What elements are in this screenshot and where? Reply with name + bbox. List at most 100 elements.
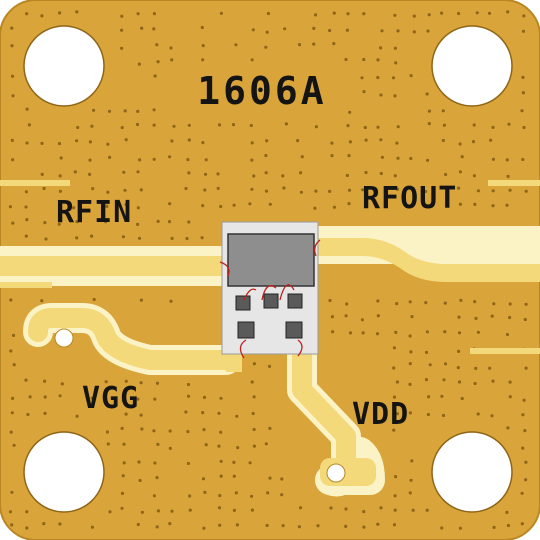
via-dot (88, 158, 92, 162)
via-dot (472, 174, 476, 178)
via-dot (186, 394, 191, 398)
via-dot (521, 91, 526, 95)
via-dot (361, 331, 365, 335)
via-dot (59, 156, 63, 160)
via-dot (395, 187, 400, 191)
via-dot (347, 202, 351, 206)
via-dot (120, 28, 124, 32)
via-dot (281, 174, 285, 178)
via-dot (250, 380, 254, 384)
via-dot (124, 202, 128, 207)
via-dot (90, 124, 94, 128)
via-dot (121, 235, 125, 239)
via-dot (506, 523, 511, 528)
via-dot (520, 109, 524, 113)
via-dot (284, 122, 288, 126)
via-dot (11, 94, 15, 98)
via-dot (200, 25, 204, 30)
via-dot (441, 109, 445, 113)
via-dot (393, 13, 397, 17)
via-dot (395, 412, 399, 416)
via-dot (105, 204, 109, 208)
via-dot (121, 474, 125, 478)
die-body (227, 233, 315, 287)
via-dot (25, 141, 29, 145)
via-dot (362, 510, 366, 514)
via-dot (344, 314, 348, 318)
via-dot (409, 74, 413, 78)
via-dot (140, 427, 144, 431)
via-dot (523, 429, 527, 433)
via-dot (152, 157, 156, 161)
die-pad (235, 295, 251, 311)
via-dot (236, 446, 240, 450)
via-dot (10, 44, 14, 48)
via-dot (124, 412, 128, 416)
via-dot (490, 314, 494, 318)
via-dot (203, 188, 207, 192)
via-dot (140, 26, 144, 30)
via-dot (332, 42, 336, 46)
via-dot (460, 396, 464, 401)
via-dot (9, 349, 13, 353)
via-dot (521, 157, 525, 162)
via-dot (12, 443, 16, 447)
via-dot (168, 522, 172, 526)
via-dot (508, 302, 512, 306)
via-dot (25, 510, 29, 514)
via-dot (124, 379, 128, 383)
via-dot (379, 171, 383, 176)
via-dot (201, 411, 205, 415)
rf-out-trace (312, 238, 540, 282)
via-dot (72, 206, 76, 210)
via-dot (299, 171, 303, 175)
via-dot (28, 395, 32, 399)
via-dot (10, 411, 14, 415)
via-dot (232, 460, 236, 464)
via-dot (297, 525, 301, 529)
via-dot (187, 171, 191, 175)
via-dot (522, 398, 526, 402)
via-dot (26, 412, 30, 417)
via-dot (505, 158, 509, 162)
via-dot (395, 141, 399, 145)
mounting-hole-bottom-right (431, 431, 513, 513)
part-number-label: 1606A (197, 69, 326, 113)
via-dot (235, 414, 239, 418)
via-dot (331, 330, 335, 334)
via-dot (472, 123, 476, 127)
via-dot (265, 523, 269, 528)
via-dot (459, 298, 463, 302)
via-dot (42, 186, 46, 191)
via-dot (524, 460, 528, 464)
via-dot (380, 155, 384, 159)
via-dot (475, 11, 479, 15)
via-dot (73, 170, 77, 174)
via-dot (153, 74, 157, 78)
via-dot (458, 202, 462, 206)
via-dot (408, 362, 412, 366)
via-dot (106, 442, 110, 446)
via-dot (11, 396, 15, 400)
mounting-holes (23, 25, 513, 513)
via-dot (440, 394, 444, 398)
via-dot (492, 302, 496, 306)
via-dot (202, 395, 207, 399)
via-dot (152, 494, 156, 498)
via-dot (328, 189, 332, 193)
via-dot (346, 124, 350, 128)
via-dot (9, 430, 13, 434)
via-dot (267, 364, 272, 368)
via-dot (168, 202, 172, 206)
via-dot (442, 378, 446, 382)
via-dot (456, 366, 460, 370)
via-dot (412, 30, 416, 34)
via-dot (409, 350, 413, 354)
via-dot (424, 350, 429, 354)
edge-ground-strips (0, 180, 540, 354)
via-dot (138, 478, 142, 483)
via-dot (152, 27, 156, 31)
via-dot (120, 46, 124, 50)
via-dot (168, 429, 172, 433)
